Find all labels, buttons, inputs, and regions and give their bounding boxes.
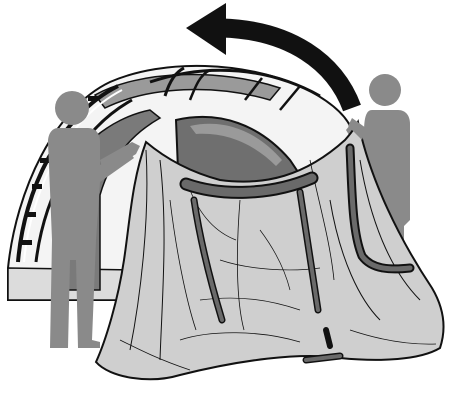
tent-fly-illustration (0, 0, 449, 396)
illustration-canvas (0, 0, 449, 396)
